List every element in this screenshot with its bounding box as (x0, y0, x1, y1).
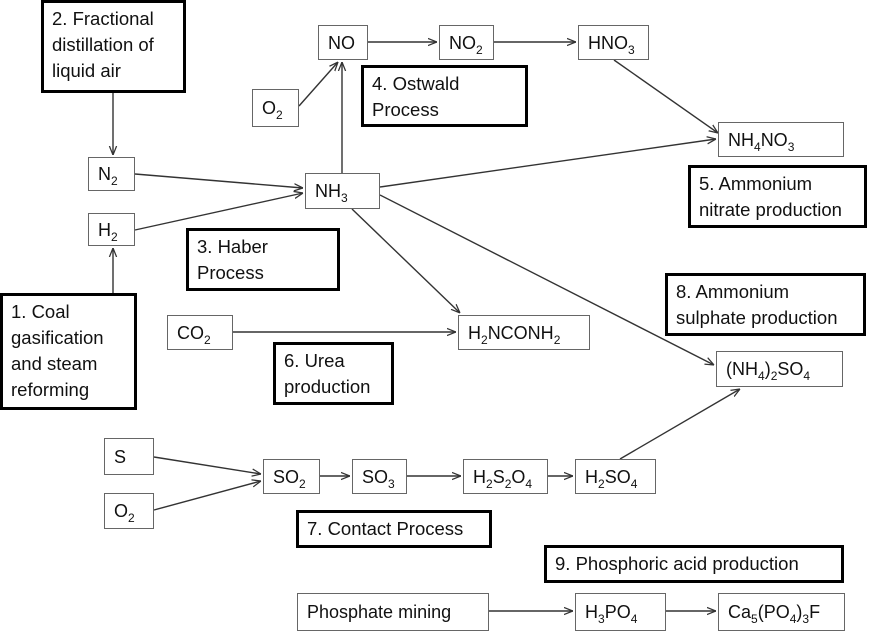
arrow-o2-to-no (298, 62, 338, 107)
arrow-nh3-to-urea (351, 208, 460, 313)
chem-o2-bottom: O2 (104, 493, 154, 529)
process-ammonium-nitrate: 5. Ammonium nitrate production (688, 165, 867, 228)
process-ammonium-sulphate: 8. Ammonium sulphate production (665, 273, 866, 336)
chem-nh4no3: NH4NO3 (718, 122, 844, 157)
formula-text: NO (328, 32, 355, 53)
chem-h2s2o4: H2S2O4 (463, 459, 548, 494)
formula-text: H2 (98, 219, 118, 244)
chem-h3po4: H3PO4 (575, 593, 666, 631)
chem-co2: CO2 (167, 315, 233, 350)
arrow-o2-to-so2 (153, 481, 261, 511)
formula-text: NH3 (315, 181, 348, 205)
formula-text: H2NCONH2 (468, 322, 561, 347)
formula-text: H2SO4 (585, 466, 638, 491)
formula-text: SO3 (362, 466, 395, 491)
formula-text: HNO3 (588, 32, 635, 57)
formula-text: (NH4)2SO4 (726, 359, 811, 383)
arrow-h2-to-nh3 (134, 193, 303, 231)
chem-no2: NO2 (439, 25, 494, 60)
chem-nh3: NH3 (305, 173, 380, 209)
formula-text: H3PO4 (585, 602, 638, 626)
formula-text: SO2 (273, 466, 306, 491)
chem-so2: SO2 (263, 459, 320, 494)
chem-ammonium-sulphate: (NH4)2SO4 (716, 351, 843, 387)
arrow-nh3-to-ammonium-sulphate (379, 194, 714, 365)
arrow-s-to-so2 (153, 456, 261, 474)
process-phosphoric-acid: 9. Phosphoric acid production (544, 545, 844, 583)
chem-so3: SO3 (352, 459, 407, 494)
chem-phosphate-mining: Phosphate mining (297, 593, 489, 631)
arrow-nh3-to-nh4no3 (379, 139, 716, 188)
chem-hno3: HNO3 (578, 25, 649, 60)
chem-o2-top: O2 (252, 89, 299, 127)
formula-text: NH4NO3 (728, 129, 795, 154)
process-urea: 6. Urea production (273, 342, 394, 405)
formula-text: Ca5(PO4)3F (728, 602, 821, 626)
formula-text: CO2 (177, 322, 211, 347)
chem-urea: H2NCONH2 (458, 315, 590, 350)
chem-fluorapatite: Ca5(PO4)3F (718, 593, 845, 631)
process-haber: 3. Haber Process (186, 228, 340, 291)
arrow-h2so4-to-ammonium-sulphate (619, 389, 740, 460)
formula-text: H2S2O4 (473, 466, 533, 491)
process-coal-gasification: 1. Coal gasification and steam reforming (0, 293, 137, 410)
process-ostwald: 4. Ostwald Process (361, 65, 528, 127)
formula-text: O2 (114, 501, 135, 525)
formula-text: O2 (262, 98, 283, 122)
process-fractional-distillation: 2. Fractional distillation of liquid air (41, 0, 186, 93)
arrow-hno3-to-nh4no3 (613, 59, 718, 133)
chem-h2so4: H2SO4 (575, 459, 656, 494)
process-contact: 7. Contact Process (296, 510, 492, 548)
chem-s: S (104, 438, 154, 475)
chem-h2: H2 (88, 213, 135, 246)
arrow-n2-to-nh3 (134, 173, 303, 188)
formula-text: NO2 (449, 32, 483, 57)
formula-text: S (114, 446, 127, 467)
formula-text: N2 (98, 164, 118, 188)
formula-text: Phosphate mining (307, 602, 452, 622)
chem-no: NO (318, 25, 368, 60)
chem-n2: N2 (88, 157, 135, 191)
